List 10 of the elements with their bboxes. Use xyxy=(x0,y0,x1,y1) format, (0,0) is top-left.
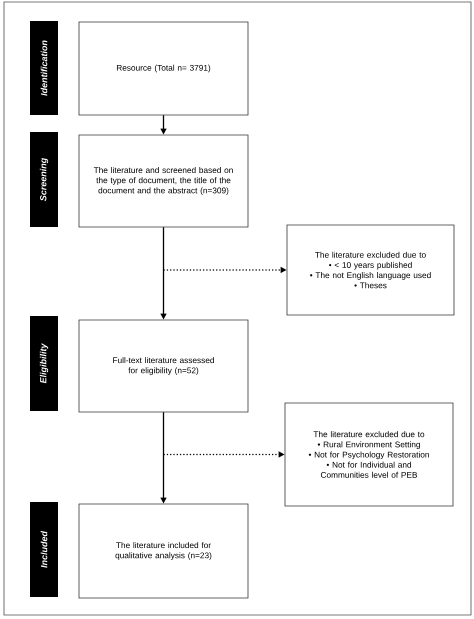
exclusion-box: The literature excluded due to • < 10 years published • The not English language used • Theses xyxy=(286,224,454,316)
process-box: Resource (Total n= 3791) xyxy=(78,22,248,116)
stage-label: Eligibility xyxy=(30,316,58,411)
exclusion-box: The literature excluded due to • Rural Environment Setting • Not for Psychology Restoration • Not for Individual and Communities level of PEB xyxy=(284,402,454,506)
stage-label: Identification xyxy=(30,21,58,115)
process-box: Full-text literature assessed for eligibility (n=52) xyxy=(78,320,248,412)
process-box: The literature and screened based on the type of document, the title of the document and the abstract (n=309) xyxy=(78,134,248,228)
stage-label: Included xyxy=(30,502,58,597)
process-box: The literature included for qualitative analysis (n=23) xyxy=(78,504,248,598)
stage-label: Screening xyxy=(30,132,58,227)
